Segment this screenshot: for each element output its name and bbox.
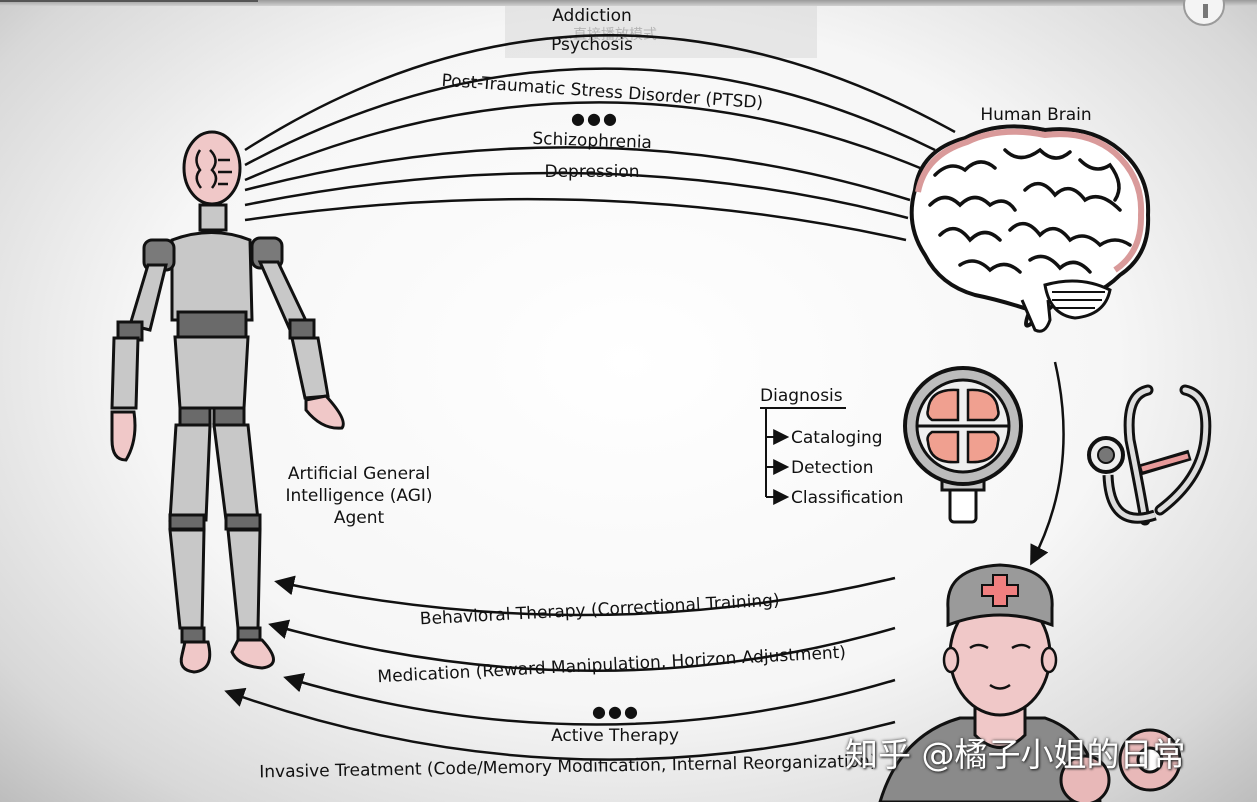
video-progress-track[interactable] xyxy=(0,0,1257,6)
diagnosis-item-detection: Detection xyxy=(791,458,874,478)
stethoscope-icon xyxy=(1087,384,1212,526)
addiction-arc xyxy=(244,34,956,152)
active-therapy-label: Active Therapy xyxy=(551,726,679,746)
medication-label: Medication (Reward Manipulation, Horizon… xyxy=(377,643,846,688)
agi-label-line3: Agent xyxy=(334,508,385,528)
brain-to-doctor-arrow xyxy=(1030,361,1065,566)
schizophrenia-label: Schizophrenia xyxy=(532,129,652,153)
video-progress-fill xyxy=(0,0,258,2)
human-brain-illustration xyxy=(909,124,1151,333)
treatment-ellipsis: ●●● xyxy=(592,702,640,721)
diagnosis-tree: Diagnosis Cataloging Detection Classific… xyxy=(760,386,903,508)
depression-label: Depression xyxy=(544,162,639,182)
agi-agent-robot xyxy=(110,130,345,674)
addiction-label: Addiction xyxy=(552,6,632,26)
ptsd-arc xyxy=(244,101,926,182)
doctor-illustration xyxy=(878,563,1182,802)
invasive-treatment-arrow xyxy=(224,687,896,761)
diagnosis-item-classification: Classification xyxy=(791,488,903,508)
agi-label-line2: Intelligence (AGI) xyxy=(285,486,432,506)
schizophrenia-arc xyxy=(244,146,911,202)
invasive-treatment-label: Invasive Treatment (Code/Memory Modifica… xyxy=(259,752,877,783)
disorder-arcs xyxy=(244,34,956,242)
disorder-ellipsis: ●●● xyxy=(571,109,619,128)
brain-label: Human Brain xyxy=(980,105,1091,125)
medication-arrow xyxy=(268,619,896,672)
diagnosis-title: Diagnosis xyxy=(760,386,843,406)
psychosis-label: Psychosis xyxy=(551,35,633,55)
caption-overlay xyxy=(505,6,817,58)
agi-label-line1: Artificial General xyxy=(288,464,430,484)
behavioral-therapy-label: Behavioral Therapy (Correctional Trainin… xyxy=(419,591,780,630)
active-therapy-arrow xyxy=(283,672,896,726)
depression-lower-arc xyxy=(244,197,907,242)
psychosis-arc xyxy=(244,67,936,167)
diagnosis-item-cataloging: Cataloging xyxy=(791,428,883,448)
source-watermark: 知乎 @橘子小姐的日常 xyxy=(845,735,1186,774)
brain-scan-magnifier-icon xyxy=(903,366,1023,524)
depression-arc xyxy=(244,171,909,220)
treatment-arrows xyxy=(224,575,896,761)
behavioral-therapy-arrow xyxy=(274,575,896,617)
